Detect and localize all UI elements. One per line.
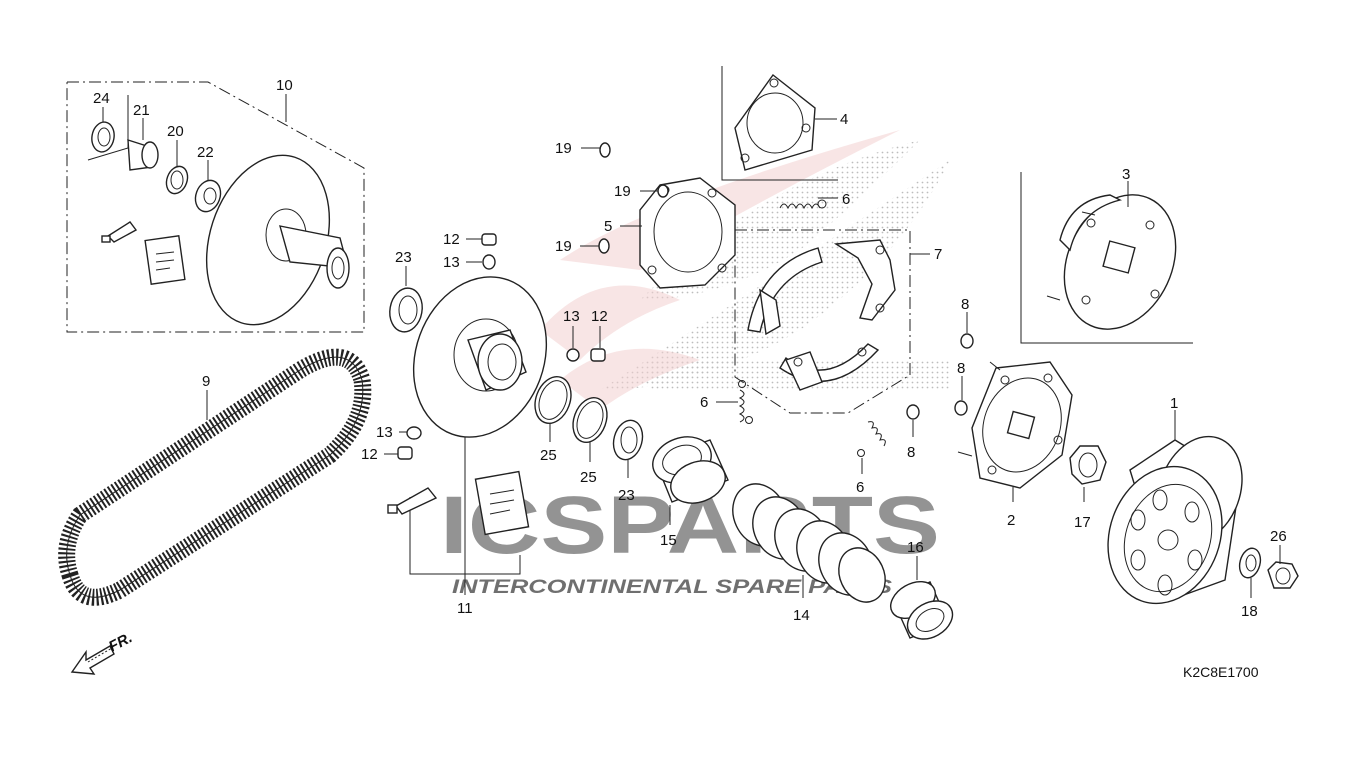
callout-16: 16	[907, 539, 924, 556]
callout-25b: 25	[580, 469, 597, 486]
part-nut-26	[1267, 561, 1299, 589]
part-clip-19c	[598, 238, 610, 254]
part-clip-19a	[599, 142, 611, 158]
diagram-code: K2C8E1700	[1183, 664, 1259, 680]
part-drive-face	[205, 154, 350, 326]
callout-11: 11	[457, 600, 473, 617]
part-driven-spring	[732, 483, 886, 603]
part-washer-18	[1238, 547, 1262, 579]
callout-12c: 12	[361, 446, 378, 463]
callout-6c: 6	[856, 479, 864, 496]
part-pin-12b	[590, 348, 606, 362]
part-roller-8c	[906, 404, 920, 420]
callout-23a: 23	[395, 249, 412, 266]
part-clutch-outer	[1107, 435, 1243, 605]
part-roller-8a	[960, 333, 974, 349]
callout-18: 18	[1241, 603, 1258, 620]
grease-tube-icon	[101, 221, 138, 243]
part-nut-17	[1069, 445, 1107, 485]
callout-20: 20	[167, 123, 184, 140]
callout-21: 21	[133, 102, 150, 119]
callout-13c: 13	[376, 424, 393, 441]
callout-25a: 25	[540, 447, 557, 464]
part-drive-plate-3	[1046, 194, 1177, 330]
callout-4: 4	[840, 111, 848, 128]
part-bearing-22	[194, 179, 222, 213]
callout-15: 15	[660, 532, 677, 549]
watermark-tagline: INTERCONTINENTAL SPARE PARTS	[452, 577, 892, 598]
part-seal-collar	[652, 436, 729, 504]
part-drive-plate-2	[957, 361, 1073, 489]
callout-1: 1	[1170, 395, 1178, 412]
grease-card-icon	[144, 235, 186, 285]
callout-12a: 12	[443, 231, 460, 248]
part-gasket	[734, 73, 816, 171]
group-boundaries	[66, 66, 1193, 595]
part-clip-19b	[657, 184, 669, 198]
callout-2: 2	[1007, 512, 1015, 529]
callout-19c: 19	[555, 238, 572, 255]
part-spring-6a	[779, 199, 827, 210]
callout-13a: 13	[443, 254, 460, 271]
part-roller-13b	[566, 348, 580, 362]
grease-tube-icon-2	[387, 487, 438, 515]
callout-3: 3	[1122, 166, 1130, 183]
part-drive-belt	[58, 348, 372, 606]
callout-23b: 23	[618, 487, 635, 504]
callout-6b: 6	[700, 394, 708, 411]
callout-8c: 8	[907, 444, 915, 461]
callout-22: 22	[197, 144, 214, 161]
callout-7: 7	[934, 246, 942, 263]
callout-8a: 8	[961, 296, 969, 313]
part-o-ring-25a	[534, 376, 572, 424]
front-direction-arrow: FR.	[70, 629, 135, 675]
part-pin-12a	[481, 233, 497, 246]
callout-17: 17	[1074, 514, 1091, 531]
callout-6a: 6	[842, 191, 850, 208]
part-collar-21	[127, 139, 159, 171]
callout-13b: 13	[563, 308, 580, 325]
part-spring-6c	[857, 421, 886, 457]
part-roller-13c	[406, 426, 422, 440]
callout-26: 26	[1270, 528, 1287, 545]
part-clutch-shoes	[747, 239, 896, 391]
callout-24: 24	[93, 90, 110, 107]
callout-5: 5	[604, 218, 612, 235]
callout-12b: 12	[591, 308, 608, 325]
grease-card-icon-2	[474, 470, 530, 536]
part-circlip-20	[165, 165, 189, 195]
part-driven-face	[412, 276, 548, 438]
callout-8b: 8	[957, 360, 965, 377]
part-o-ring-25b	[572, 397, 608, 443]
part-roller-8b	[954, 400, 968, 416]
part-oil-seal-24	[91, 121, 115, 153]
callout-19b: 19	[614, 183, 631, 200]
callout-9: 9	[202, 373, 210, 390]
part-oil-seal-23b	[612, 419, 644, 461]
part-pin-12c	[397, 446, 413, 460]
callout-19a: 19	[555, 140, 572, 157]
callout-10: 10	[276, 77, 293, 94]
part-roller-13a	[482, 254, 496, 270]
part-oil-seal-23a	[389, 287, 423, 333]
part-plate	[639, 177, 736, 289]
part-spring-seat	[890, 580, 954, 640]
callout-14: 14	[793, 607, 810, 624]
part-spring-6b	[738, 380, 753, 424]
